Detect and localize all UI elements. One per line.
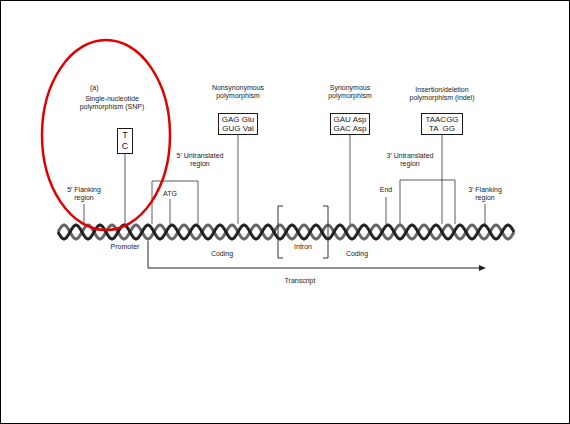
text-label: Nonsynonymous polymorphism xyxy=(207,84,269,100)
text-label: ATG xyxy=(158,190,182,198)
leader-line xyxy=(386,197,387,224)
region-bracket xyxy=(400,180,455,224)
dna-strand xyxy=(58,225,514,239)
text-label: Intron xyxy=(288,243,318,251)
intron-bracket xyxy=(323,206,328,258)
allele-box: TAACGGTA GG xyxy=(421,113,462,135)
allele-text: T xyxy=(122,130,129,141)
text-label: Coding xyxy=(207,250,237,258)
text-label: End xyxy=(376,186,396,194)
arrowhead xyxy=(479,265,486,271)
allele-box: TC xyxy=(117,128,134,154)
text-label: 5′ Untranslated region xyxy=(172,152,228,168)
leader-line xyxy=(485,204,486,224)
allele-text: GAC Asp xyxy=(334,124,367,133)
leader-line xyxy=(170,199,171,224)
transcript-arrow xyxy=(148,241,480,268)
allele-text: C xyxy=(122,141,129,152)
allele-box: GAG GluGUG Val xyxy=(218,113,258,135)
allele-text: GAG Glu xyxy=(222,115,254,124)
text-label: Synonymous polymorphism xyxy=(319,84,381,100)
allele-box: GAU AspGAC Asp xyxy=(330,113,371,135)
allele-text: GUG Val xyxy=(222,124,254,133)
text-label: Insertion/deletion polymorphism (indel) xyxy=(401,86,483,102)
leader-line xyxy=(125,154,126,224)
leader-line xyxy=(237,135,238,224)
allele-text: GAU Asp xyxy=(334,115,367,124)
intron-bracket xyxy=(278,206,283,258)
dna-strand xyxy=(58,225,514,239)
text-label: Coding xyxy=(342,250,372,258)
text-label: (a) xyxy=(90,84,110,92)
text-label: 3′ Flanking region xyxy=(463,186,507,202)
allele-text: TAACGG xyxy=(425,115,458,124)
highlight-ellipse xyxy=(42,40,170,230)
text-label: 5′ Flanking region xyxy=(62,186,106,202)
leader-group xyxy=(125,135,442,224)
leader-line xyxy=(442,135,443,224)
leader-line xyxy=(350,135,351,224)
text-label: Promoter xyxy=(108,243,142,251)
allele-text: TA GG xyxy=(425,124,458,133)
text-label: Transcript xyxy=(270,277,330,285)
text-label: Single-nucleotide polymorphism (SNP) xyxy=(79,95,145,111)
text-label: 3′ Untranslated region xyxy=(384,152,436,168)
leader-line xyxy=(84,204,85,224)
